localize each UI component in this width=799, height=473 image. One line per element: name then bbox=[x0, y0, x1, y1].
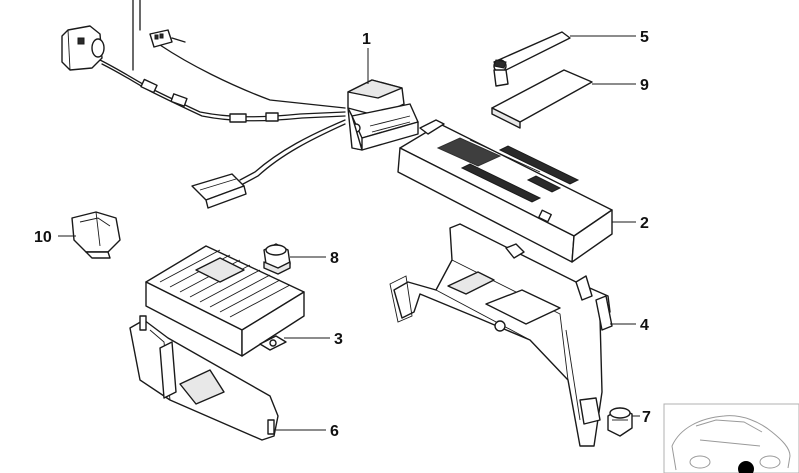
part-6-base-plate bbox=[129, 315, 279, 441]
part-1-connector bbox=[347, 79, 419, 151]
callout-4: 4 bbox=[640, 317, 649, 334]
part-2-module bbox=[397, 119, 613, 263]
part-7-plug bbox=[607, 407, 633, 437]
wiring-harness bbox=[99, 0, 346, 185]
part-8-nut bbox=[263, 243, 291, 275]
callout-5: 5 bbox=[640, 29, 649, 46]
harness-lower-plug bbox=[191, 173, 247, 209]
part-5-strap bbox=[493, 31, 571, 87]
callout-1: 1 bbox=[362, 31, 371, 48]
part-10-clip bbox=[71, 211, 121, 259]
callout-10: 10 bbox=[34, 229, 52, 246]
callouts: 1 5 9 2 4 8 3 6 7 10 bbox=[34, 29, 651, 440]
callout-9: 9 bbox=[640, 77, 649, 94]
leader-lines bbox=[58, 35, 640, 431]
part-9-pad bbox=[491, 69, 593, 129]
callout-2: 2 bbox=[640, 215, 649, 232]
callout-8: 8 bbox=[330, 250, 339, 267]
round-plug-connector bbox=[61, 25, 105, 71]
callout-3: 3 bbox=[334, 331, 343, 348]
car-location-thumbnail bbox=[663, 403, 799, 473]
callout-6: 6 bbox=[330, 423, 339, 440]
location-marker bbox=[738, 461, 754, 473]
part-3-control-unit bbox=[145, 245, 305, 357]
part-4-bracket bbox=[389, 223, 613, 447]
small-plug-connector bbox=[149, 29, 186, 48]
callout-7: 7 bbox=[642, 409, 651, 426]
